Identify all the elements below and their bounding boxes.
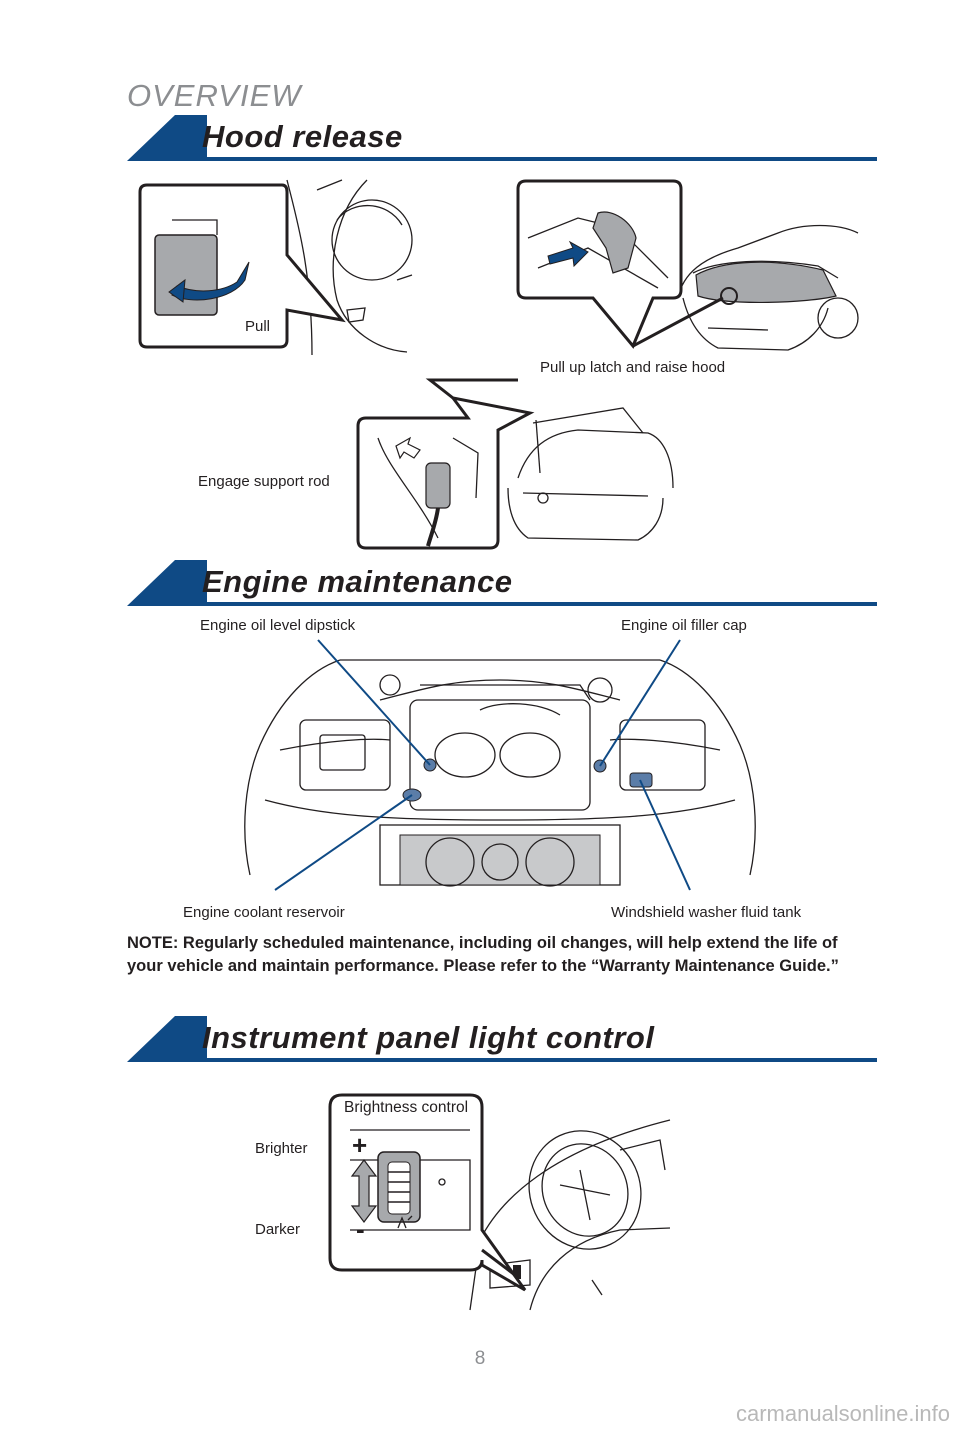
section-title: Instrument panel light control xyxy=(202,1020,655,1055)
hood-release-lever-illustration xyxy=(138,179,413,356)
section-rule xyxy=(187,602,877,606)
minus-symbol: - xyxy=(356,1214,365,1244)
section-tab-icon xyxy=(127,560,207,606)
support-rod-illustration xyxy=(356,378,674,550)
section-header-instrument-panel: Instrument panel light control xyxy=(127,1016,877,1062)
section-rule xyxy=(187,1058,877,1062)
label-oil-dipstick: Engine oil level dipstick xyxy=(200,617,356,634)
section-header-engine-maintenance: Engine maintenance xyxy=(127,560,877,606)
label-darker: Darker xyxy=(255,1221,301,1238)
maintenance-note: NOTE: Regularly scheduled maintenance, i… xyxy=(127,934,839,975)
plus-symbol: + xyxy=(352,1130,368,1160)
hood-latch-illustration xyxy=(516,179,859,351)
label-oil-filler-cap: Engine oil filler cap xyxy=(621,617,747,634)
label-brighter: Brighter xyxy=(255,1140,308,1157)
label-brightness-control: Brightness control xyxy=(344,1099,469,1116)
label-pull-up-latch: Pull up latch and raise hood xyxy=(540,359,726,376)
label-engage-support-rod: Engage support rod xyxy=(198,473,330,490)
engine-bay-illustration xyxy=(244,639,756,891)
page-number: 8 xyxy=(474,1348,486,1369)
section-tab-icon xyxy=(127,115,207,161)
section-rule xyxy=(187,157,877,161)
label-coolant-reservoir: Engine coolant reservoir xyxy=(183,904,345,921)
label-washer-fluid-tank: Windshield washer fluid tank xyxy=(611,904,802,921)
label-pull: Pull xyxy=(245,318,271,335)
watermark: carmanualsonline.info xyxy=(735,1401,950,1426)
page-category: OVERVIEW xyxy=(127,78,302,113)
section-title: Hood release xyxy=(202,119,403,154)
section-tab-icon xyxy=(127,1016,207,1062)
brightness-control-illustration xyxy=(328,1093,671,1311)
section-title: Engine maintenance xyxy=(202,564,513,599)
section-header-hood-release: Hood release xyxy=(127,115,877,161)
